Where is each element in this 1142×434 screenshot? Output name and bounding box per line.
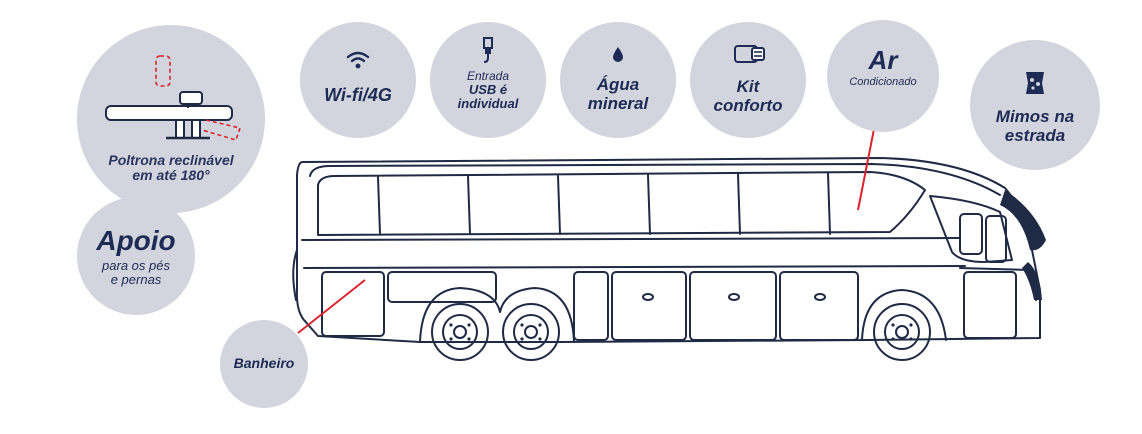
water-drop-icon <box>613 47 623 62</box>
ar-bubble <box>827 20 939 132</box>
apoio-line2: e pernas <box>110 272 162 288</box>
wifi-icon <box>346 51 370 69</box>
reclining-seat-icon <box>105 55 242 141</box>
apoio-line1: para os pés <box>102 257 170 273</box>
usb-line3: individual <box>457 96 519 112</box>
agua-label: Água mineral <box>560 75 676 113</box>
banheiro-bubble <box>220 320 308 408</box>
bus-body <box>295 157 1041 343</box>
bus-wheel-front <box>873 303 931 361</box>
bus-wheel-rear-1 <box>431 303 489 361</box>
ar-label: Ar Condicionado <box>827 46 939 88</box>
usb-label: Entrada USB é individual <box>430 69 546 112</box>
poltrona-line2: em até 180° <box>132 167 210 184</box>
poltrona-label: Poltrona reclinável em até 180° <box>88 152 254 184</box>
mimos-line2: estrada <box>1004 125 1066 145</box>
banheiro-pointer-line <box>297 279 366 334</box>
apoio-title: Apoio <box>96 225 176 256</box>
bus-wheel-rear-2 <box>502 303 560 361</box>
bus-windows <box>317 171 926 236</box>
comfort-kit-icon <box>734 45 765 63</box>
usb-icon <box>483 37 493 63</box>
ar-pointer-line <box>857 123 876 211</box>
bus-windshield <box>929 195 1013 263</box>
wifi-bubble <box>300 22 416 138</box>
mimos-bubble <box>970 40 1100 170</box>
usb-line1: Entrada <box>466 69 510 83</box>
kit-bubble <box>690 22 806 138</box>
ar-title: Ar <box>868 45 898 75</box>
wifi-label: Wi-fi/4G <box>324 85 392 105</box>
agua-line1: Água <box>596 75 640 94</box>
agua-line2: mineral <box>587 93 649 113</box>
bus-front-mask <box>1000 190 1046 251</box>
kit-line2: conforto <box>713 95 783 115</box>
poltrona-line1: Poltrona reclinável <box>108 152 234 168</box>
snack-icon <box>1026 72 1044 94</box>
mimos-line1: Mimos na <box>995 107 1075 126</box>
mimos-label: Mimos na estrada <box>970 107 1100 145</box>
banheiro-label: Banheiro <box>233 355 295 371</box>
agua-bubble <box>560 22 676 138</box>
apoio-label: Apoio para os pés e pernas <box>77 225 195 288</box>
ar-subtitle: Condicionado <box>849 75 917 88</box>
usb-line2: USB é <box>468 82 508 98</box>
kit-line1: Kit <box>736 77 760 96</box>
usb-bubble <box>430 22 546 138</box>
apoio-bubble <box>77 197 195 315</box>
kit-label: Kit conforto <box>690 77 806 115</box>
